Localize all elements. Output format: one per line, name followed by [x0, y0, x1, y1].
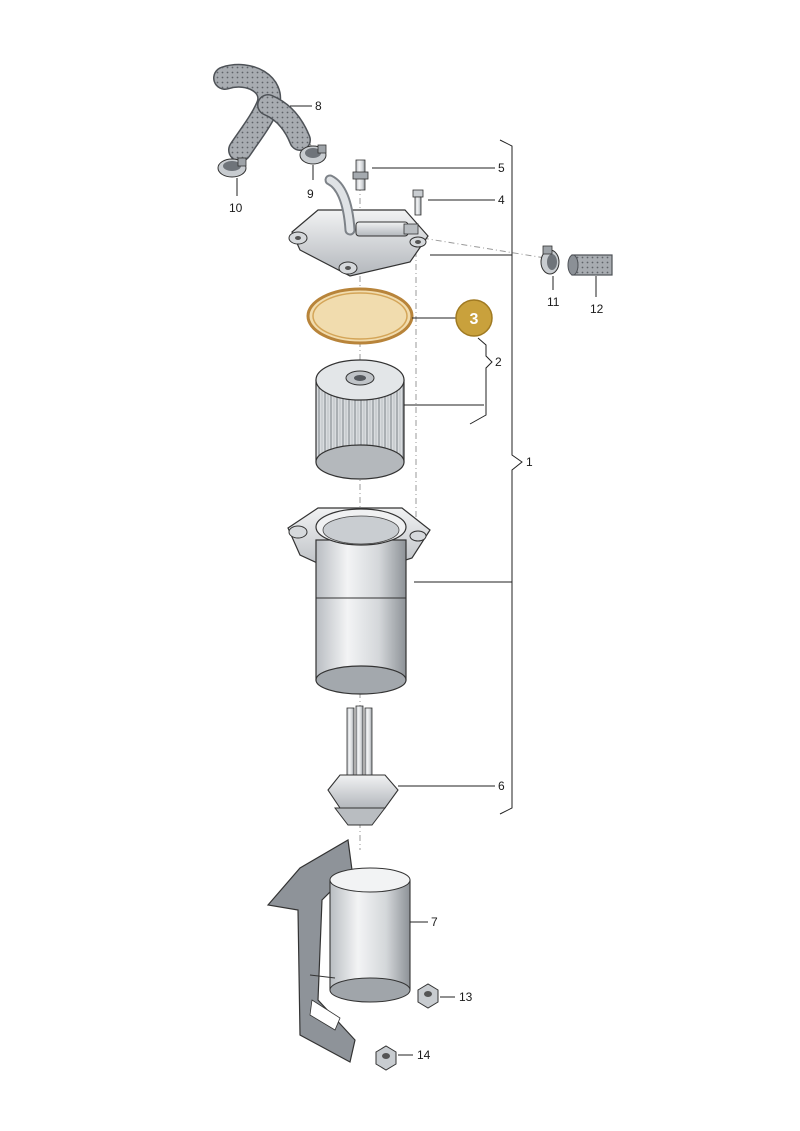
callout-1: 1 — [526, 455, 533, 469]
callout-2: 2 — [495, 355, 502, 369]
callout-labels: 8 9 10 5 4 11 12 2 1 6 7 13 14 — [229, 99, 604, 1062]
hose-part — [213, 63, 311, 162]
callout-14: 14 — [417, 1048, 431, 1062]
filter-element-part — [315, 359, 405, 480]
screw-part — [412, 189, 424, 216]
callout-11: 11 — [547, 295, 560, 309]
heater-element-part — [327, 705, 399, 826]
callout-4: 4 — [498, 193, 505, 207]
seal-ring-part — [306, 287, 414, 345]
callout-9: 9 — [307, 187, 314, 201]
callout-7: 7 — [431, 915, 438, 929]
hose-clamp-part — [299, 144, 327, 165]
nut-part — [417, 983, 439, 1009]
filter-head-part — [288, 174, 429, 277]
hose-part — [567, 254, 613, 276]
callout-13: 13 — [459, 990, 473, 1004]
callout-5: 5 — [498, 161, 505, 175]
valve-part — [352, 159, 369, 191]
bracket-part — [266, 839, 411, 1063]
nut-part — [375, 1045, 397, 1071]
sub-group-bracket — [404, 337, 493, 425]
highlighted-callout-label: 3 — [470, 311, 479, 328]
highlighted-callout[interactable]: 3 — [455, 299, 493, 337]
callout-10: 10 — [229, 201, 243, 215]
assembly-group-bracket — [414, 139, 523, 815]
hose-clamp-part — [217, 157, 247, 178]
leader-lines — [236, 105, 597, 1056]
callout-12: 12 — [590, 302, 604, 316]
filter-housing-part — [287, 507, 431, 695]
callout-8: 8 — [315, 99, 322, 113]
callout-6: 6 — [498, 779, 505, 793]
hose-clamp-part — [540, 245, 560, 275]
